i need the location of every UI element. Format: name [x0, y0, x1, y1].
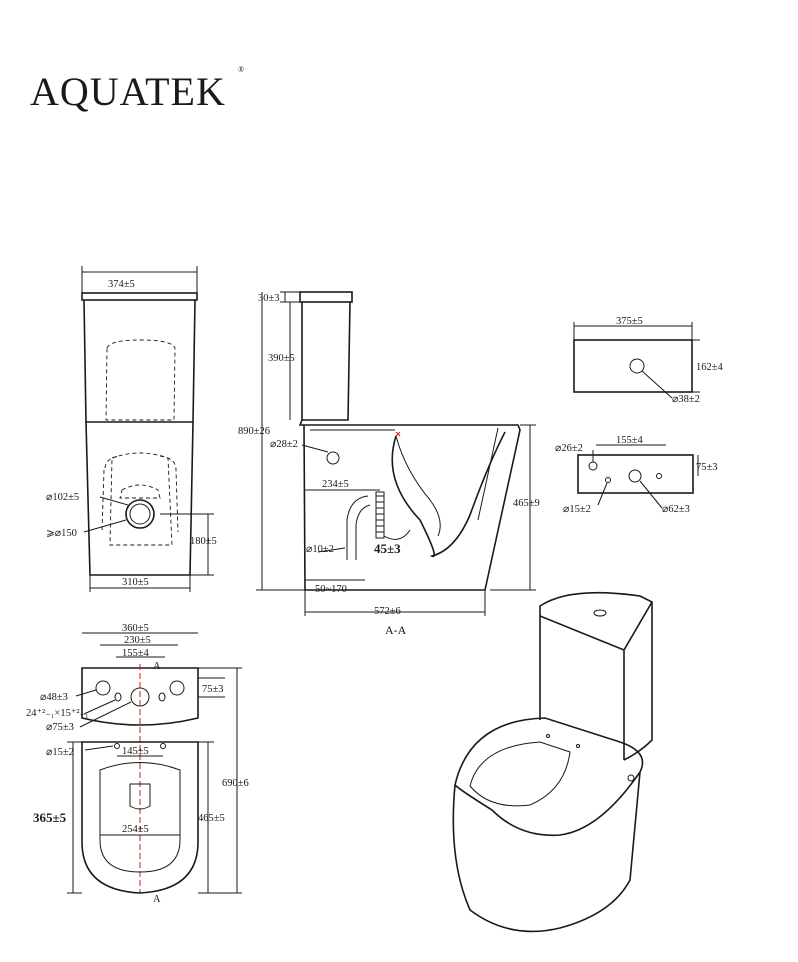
dim-seat-fix: ⌀15±2: [46, 747, 74, 758]
dim-fix-dia: ⌀10±2: [306, 544, 334, 555]
dim-cistern-width: 375±5: [616, 316, 643, 327]
dim-center-hole: ⌀75±3: [46, 722, 74, 733]
dim-cistern-depth: 162±4: [696, 362, 724, 373]
section-mark-bottom: A: [153, 894, 161, 905]
dim-total-height: 890±26: [238, 426, 270, 437]
dim-button-dia: ⌀38±2: [672, 394, 700, 405]
dim-overall-length: 690±6: [222, 778, 249, 789]
dim-set-out: 50~170: [315, 584, 347, 595]
dim-cistern-height: 390±5: [268, 353, 295, 364]
section-title: A-A: [385, 623, 407, 637]
dim-plan-width: 360±5: [122, 623, 149, 634]
dim-bowl-height: 465±9: [513, 498, 540, 509]
dim-inlet-hole: ⌀62±3: [662, 504, 690, 515]
dim-outlet-dia: ⌀102±5: [46, 492, 79, 503]
dim-left-hole: ⌀26±2: [555, 443, 583, 454]
dim-mid-hole: ⌀15±2: [563, 504, 591, 515]
section-mark-top: A: [153, 661, 161, 672]
front-view: 374±5 ⌀102±5 ⩾⌀150 180±5 310±5: [46, 266, 217, 592]
section-view: ⌀28±2 30±3 390±5 890±26 234±5 465±9 ⌀10±…: [238, 291, 540, 637]
dim-lid-thickness: 30±3: [258, 293, 280, 304]
dim-small-holes: 24⁺²₋₁×15⁺²₋₁: [26, 708, 89, 719]
brand-logo: AQUATEK ®: [30, 65, 244, 114]
dim-top-width: 374±5: [108, 279, 135, 290]
dim-base-width: 310±5: [122, 577, 149, 588]
dim-bowl-length: 365±5: [33, 810, 67, 825]
toilet-illustration: [452, 591, 654, 933]
dim-outlet-height: 180±5: [190, 536, 217, 547]
dim-side-holes: ⌀48±3: [40, 692, 68, 703]
dim-seat-fix-spacing: 145±5: [122, 746, 149, 757]
brand-name: AQUATEK: [30, 69, 226, 114]
dim-hole-spacing: 155±4: [616, 435, 644, 446]
dim-plan-hole-spacing: 155±4: [122, 648, 150, 659]
dim-hole-offset: 75±3: [202, 684, 224, 695]
dim-total-depth: 572±6: [374, 606, 401, 617]
dim-trap-offset: 234±5: [322, 479, 349, 490]
dim-seat-width: 254±5: [122, 824, 149, 835]
cistern-back-view: 155±4 ⌀26±2 ⌀15±2 ⌀62±3 75±3: [555, 435, 718, 515]
dim-hole-height: 75±3: [696, 462, 718, 473]
dim-spigot-dia: ⩾⌀150: [46, 528, 77, 539]
cistern-top-view: 375±5 ⌀38±2 162±4: [573, 316, 724, 405]
registered-mark: ®: [238, 65, 244, 74]
dim-hole-span: 230±5: [124, 635, 151, 646]
dim-pan-length: 465±5: [198, 813, 225, 824]
dim-inlet-dia: ⌀28±2: [270, 439, 298, 450]
plan-view: 360±5 230±5 155±4 A ⌀48±3 24⁺²₋₁×15⁺²₋₁ …: [26, 623, 249, 905]
dim-trap-angle: 45±3: [374, 541, 401, 556]
